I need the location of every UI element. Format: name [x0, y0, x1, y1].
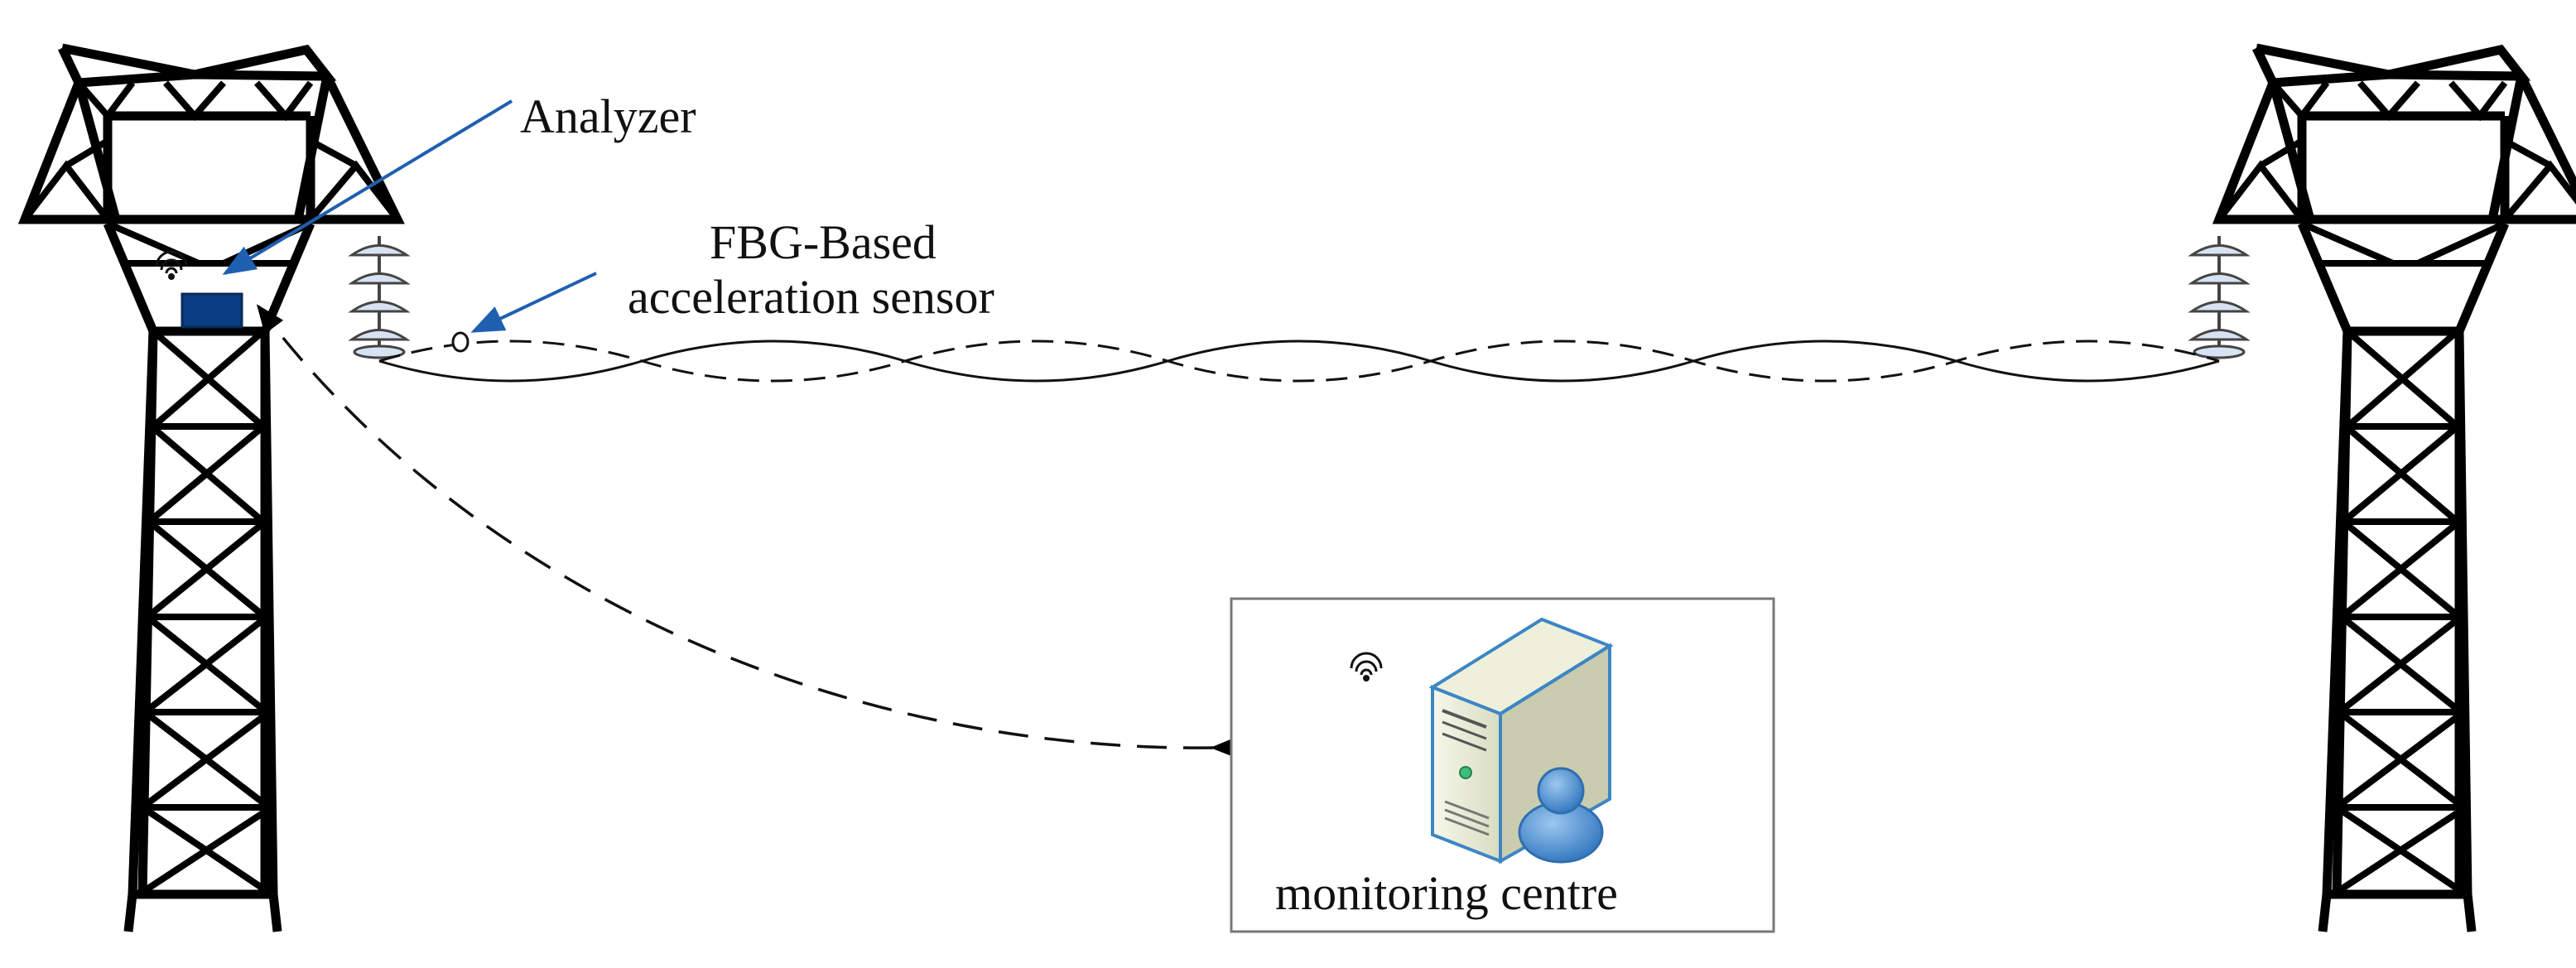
- fbg-sensor-marker: [451, 331, 469, 353]
- wireless-signal-icon: [155, 250, 188, 280]
- wireless-link-arrow: [256, 304, 1240, 759]
- user-icon: [1518, 767, 1604, 864]
- monitoring-centre-panel: monitoring centre: [1230, 597, 1775, 933]
- sensor-pointer-arrow: [470, 272, 597, 333]
- insulator-right: [2188, 236, 2251, 359]
- server-icon: [1428, 617, 1614, 864]
- analyzer-box: [181, 292, 243, 329]
- sensor-label-line2: acceleration sensor: [628, 270, 994, 324]
- conductor-line: [378, 331, 2220, 383]
- monitoring-centre-label: monitoring centre: [1275, 866, 1618, 920]
- insulator-left: [348, 236, 411, 359]
- analyzer-pointer-arrow: [222, 99, 513, 276]
- transmission-tower-left: [17, 43, 405, 932]
- wireless-signal-icon: [1350, 652, 1383, 681]
- sensor-label-line1: FBG-Based: [710, 215, 937, 269]
- analyzer-label: Analyzer: [520, 89, 696, 143]
- transmission-tower-right: [2212, 43, 2576, 932]
